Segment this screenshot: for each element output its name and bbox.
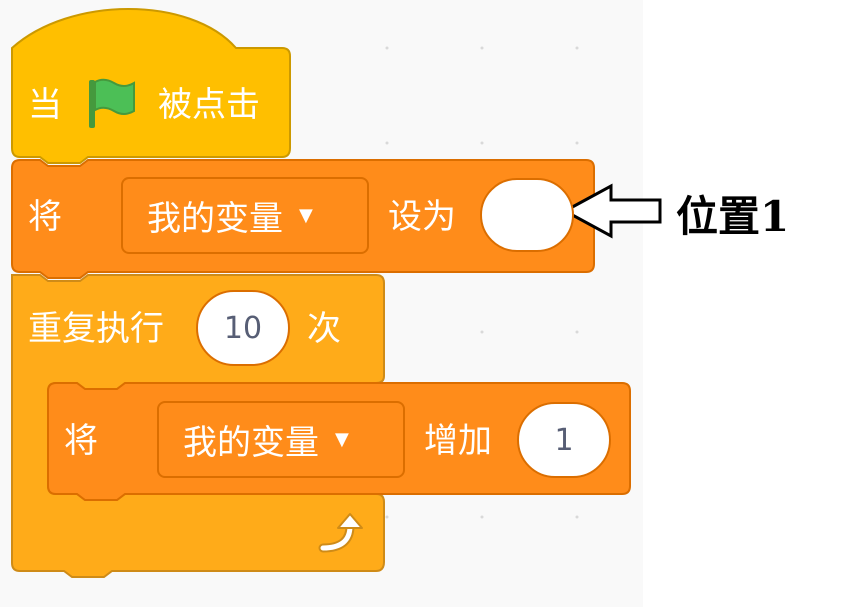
change-block-label: 将	[64, 421, 98, 461]
repeat-times-label: 次	[307, 309, 341, 349]
event-prefix-label: 当	[28, 85, 62, 125]
set-block-label: 将	[28, 197, 62, 237]
change-value-input[interactable]: 1	[517, 402, 611, 478]
hollow-arrow-left-icon	[561, 183, 662, 239]
set-value-input[interactable]	[480, 178, 574, 252]
set-variable-dropdown[interactable]: 我的变量 ▼	[121, 177, 369, 254]
dropdown-arrow-icon: ▼	[335, 429, 349, 450]
workspace-grid-dots	[385, 46, 579, 519]
annotation-label: 位置1	[676, 192, 790, 241]
change-by-label: 增加	[424, 421, 492, 461]
dropdown-arrow-icon: ▼	[299, 205, 313, 226]
when-flag-clicked-block[interactable]	[11, 8, 291, 164]
variable-name: 我的变量	[147, 199, 283, 239]
repeat-count-input[interactable]: 10	[196, 290, 290, 366]
loop-arrow-icon	[318, 513, 363, 553]
set-to-label: 设为	[388, 197, 456, 237]
variable-name: 我的变量	[183, 423, 319, 463]
repeat-label: 重复执行	[28, 309, 164, 349]
green-flag-icon	[89, 78, 135, 128]
change-variable-dropdown[interactable]: 我的变量 ▼	[157, 401, 405, 478]
event-suffix-label: 被点击	[158, 85, 260, 125]
